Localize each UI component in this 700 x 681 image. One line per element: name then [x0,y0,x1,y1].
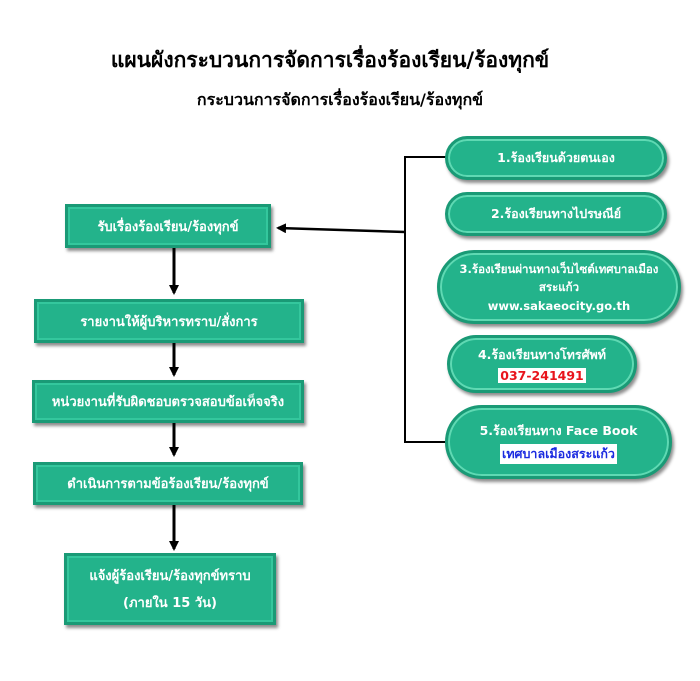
channel-post: 2.ร้องเรียนทางไปรษณีย์ [445,192,667,236]
website-url: www.sakaeocity.go.th [487,299,631,313]
channel-website: 3.ร้องเรียนผ่านทางเว็บไซต์เทศบาลเมืองสระ… [437,250,681,324]
channel-label: 3.ร้องเรียนผ่านทางเว็บไซต์เทศบาลเมืองสระ… [459,262,659,294]
flow-step-label: รับเรื่องร้องเรียน/ร้องทุกข์ [97,219,239,235]
channel-label: 4.ร้องเรียนทางโทรศัพท์ [477,347,607,362]
channel-facebook: 5.ร้องเรียนทาง Face Book เทศบาลเมืองสระแ… [445,405,672,479]
flow-step-notify: แจ้งผู้ร้องเรียน/ร้องทุกข์ทราบ (ภายใน 15… [64,553,276,625]
channel-phone: 4.ร้องเรียนทางโทรศัพท์ 037-241491 [447,335,637,393]
channel-bracket [404,156,448,443]
flow-step-label: แจ้งผู้ร้องเรียน/ร้องทุกข์ทราบ [89,569,251,584]
flow-step-report: รายงานให้ผู้บริหารทราบ/สั่งการ [34,299,304,343]
flow-step-label: รายงานให้ผู้บริหารทราบ/สั่งการ [80,314,258,330]
flow-step-label-2: (ภายใน 15 วัน) [123,596,217,611]
diagram-subtitle: กระบวนการจัดการเรื่องร้องเรียน/ร้องทุกข์ [196,90,484,109]
flow-step-receive: รับเรื่องร้องเรียน/ร้องทุกข์ [65,204,271,248]
diagram-title: แผนผังกระบวนการจัดการเรื่องร้องเรียน/ร้อ… [110,48,550,72]
channel-label: 2.ร้องเรียนทางไปรษณีย์ [490,206,622,221]
flow-step-investigate: หน่วยงานที่รับผิดชอบตรวจสอบข้อเท็จจริง [32,380,304,423]
phone-number: 037-241491 [498,368,586,383]
flow-step-label: หน่วยงานที่รับผิดชอบตรวจสอบข้อเท็จจริง [51,395,285,410]
flow-step-act: ดำเนินการตามข้อร้องเรียน/ร้องทุกข์ [33,462,303,505]
arrow-channels-to-receive [276,223,406,234]
facebook-page-name: เทศบาลเมืองสระแก้ว [500,443,617,464]
channel-in-person: 1.ร้องเรียนด้วยตนเอง [445,136,667,180]
channel-label: 1.ร้องเรียนด้วยตนเอง [497,150,615,165]
flow-step-label: ดำเนินการตามข้อร้องเรียน/ร้องทุกข์ [67,477,269,492]
channel-label: 5.ร้องเรียนทาง Face Book [479,422,638,438]
